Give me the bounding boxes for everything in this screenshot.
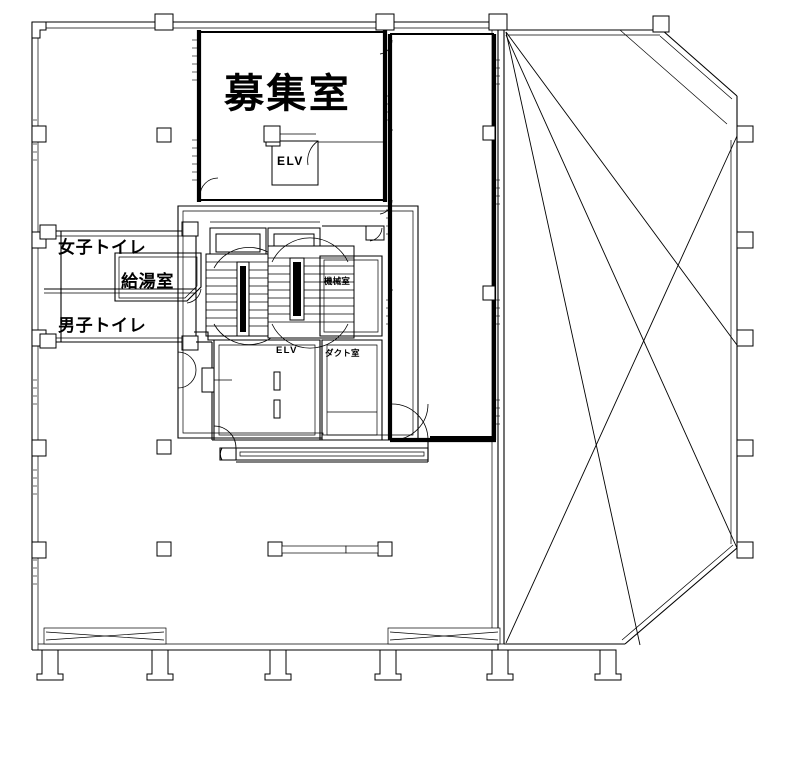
exterior-column-pockets-right [652, 15, 754, 559]
column-marker [267, 541, 283, 557]
vacancy-bay-column-markers [389, 125, 496, 301]
label-elevator-core: ELV [276, 345, 298, 356]
right-wing-diagonal-bracing [505, 31, 738, 646]
stair-center [267, 237, 355, 349]
vacancy-room-outline [196, 30, 497, 443]
room-label-womens-toilet: 女子トイレ [58, 238, 147, 258]
exterior-column-pockets-top [154, 13, 508, 31]
room-label-vacancy: 募集室 [224, 71, 352, 117]
door-swings [177, 39, 429, 449]
bottom-column-projections [36, 649, 622, 681]
column-marker [156, 439, 172, 455]
column-marker [156, 127, 172, 143]
pantry-room-outline [114, 252, 202, 302]
interior-columns [156, 125, 393, 557]
column-marker [377, 541, 393, 557]
label-elevator-north: ELV [277, 154, 304, 168]
room-label-pantry: 給湯室 [121, 272, 175, 292]
lower-corridor [219, 440, 429, 463]
right-wing-inner-offset [619, 29, 728, 125]
bold-wall-segment-lower [430, 436, 496, 442]
vacancy-wall-hatching [192, 39, 500, 425]
room-label-machine-room: 機械室 [324, 277, 351, 287]
bottom-spandrel-bands [43, 627, 501, 645]
machine-room-outline [319, 225, 385, 337]
column-marker [156, 541, 172, 557]
room-label-mens-toilet: 男子トイレ [58, 316, 147, 336]
service-block-walls [39, 221, 199, 351]
interior-misc-marks [201, 367, 232, 393]
exterior-column-pockets-left [31, 21, 47, 559]
room-label-duct-room: ダクト室 [325, 349, 360, 359]
core-lower-band [194, 331, 383, 441]
